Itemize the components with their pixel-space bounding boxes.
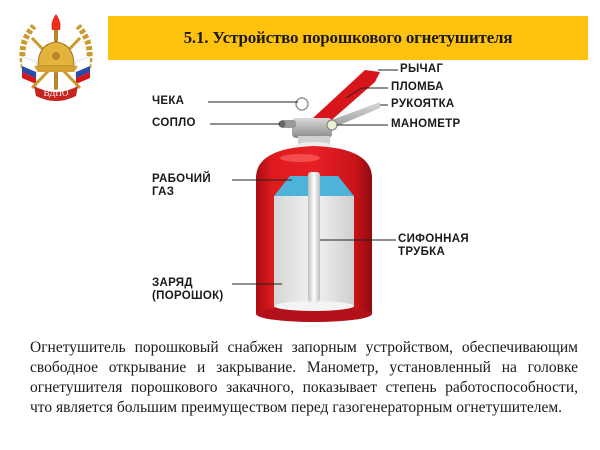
- description-paragraph: Огнетушитель порошковый снабжен запорным…: [30, 339, 578, 416]
- extinguisher-diagram: ЧЕКА СОПЛО РАБОЧИЙ ГАЗ ЗАРЯД (ПОРОШОК) Р…: [0, 60, 600, 325]
- title-banner: 5.1. Устройство порошкового огнетушителя: [108, 16, 588, 60]
- label-rukoyatka: РУКОЯТКА: [391, 98, 455, 110]
- label-plomba: ПЛОМБА: [391, 81, 444, 93]
- vdpo-emblem-icon: ВДПО: [14, 8, 98, 106]
- label-cheka: ЧЕКА: [152, 95, 185, 107]
- label-manometr: МАНОМЕТР: [391, 118, 461, 130]
- page-title: 5.1. Устройство порошкового огнетушителя: [183, 28, 513, 47]
- extinguisher-illustration: [208, 69, 398, 322]
- label-soplo: СОПЛО: [152, 117, 196, 129]
- label-rychag: РЫЧАГ: [400, 63, 444, 75]
- label-sifonnaya-trubka: СИФОННАЯ ТРУБКА: [398, 233, 469, 258]
- label-rabochiy-gaz: РАБОЧИЙ ГАЗ: [152, 173, 211, 198]
- svg-text:ВДПО: ВДПО: [44, 88, 69, 98]
- label-zaryad: ЗАРЯД (ПОРОШОК): [152, 277, 224, 302]
